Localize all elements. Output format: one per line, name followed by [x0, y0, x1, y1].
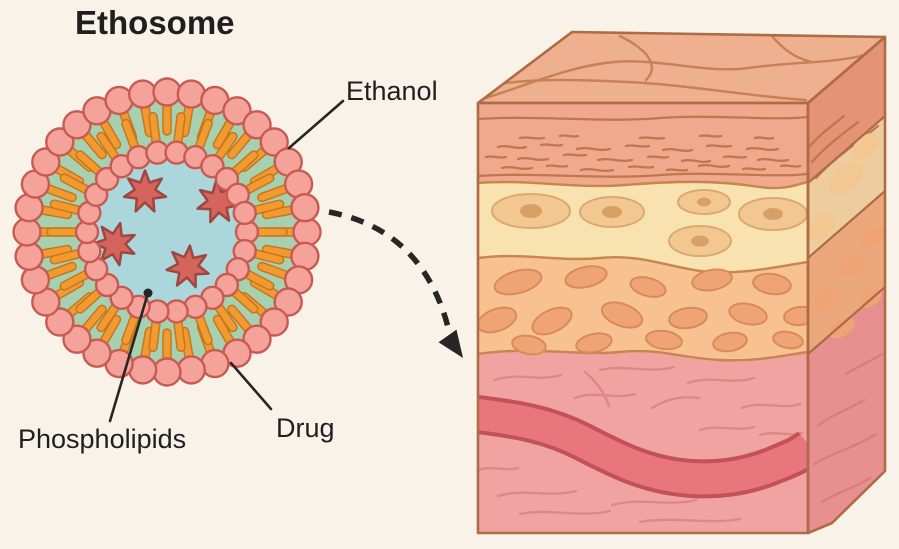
- phospholipid-head: [222, 96, 252, 126]
- lipid-tail: [214, 118, 234, 148]
- skin-top-face: [478, 32, 885, 103]
- lipid-tail: [251, 200, 283, 214]
- label-ethanol: Ethanol: [346, 76, 438, 106]
- label-drug: Drug: [276, 413, 335, 443]
- capillary-lines: [493, 365, 804, 437]
- lipid-tail: [141, 328, 153, 361]
- lipid-tail: [263, 206, 296, 218]
- phospholipid-head: [273, 287, 303, 317]
- phospholipids-lead-line: [108, 291, 150, 423]
- ethanol-lead-line: [287, 99, 345, 150]
- lipid-tail: [243, 270, 273, 290]
- lipid-tail: [100, 118, 120, 148]
- lipid-tail: [214, 316, 234, 346]
- lipid-tail: [38, 246, 71, 258]
- skin-side-face: [807, 37, 886, 533]
- phospholipids-lead-dot: [143, 288, 153, 298]
- lipid-tail: [174, 113, 185, 146]
- lipid-tail: [243, 174, 273, 194]
- phospholipid-head: [290, 192, 320, 223]
- lipid-tail: [97, 133, 120, 162]
- skin-front-face: [478, 103, 808, 533]
- lipid-tail: [195, 312, 212, 344]
- drug-molecules: [92, 169, 241, 289]
- skin-top-texture: [484, 34, 876, 102]
- phospholipid-head: [14, 241, 44, 271]
- label-phospholipids: Phospholipids: [18, 424, 186, 454]
- drug-lead-line: [229, 361, 273, 411]
- dermis-cells: [478, 265, 808, 356]
- lipid-tail: [214, 302, 237, 331]
- lipid-tail: [61, 270, 91, 290]
- lipid-tail: [44, 263, 76, 279]
- lipid-tail: [181, 103, 193, 136]
- phospholipid-head: [45, 307, 75, 337]
- phospholipid-head: [62, 110, 92, 140]
- phospholipid-head: [62, 324, 92, 354]
- skin-block: [476, 30, 887, 535]
- lipid-tail: [141, 103, 153, 136]
- phospholipid-head: [232, 200, 257, 226]
- phospholipid-head: [242, 324, 272, 354]
- front-texture: [478, 115, 808, 524]
- lipid-tail: [76, 288, 103, 313]
- drug-star-icon: [122, 169, 168, 213]
- capillary-lines: [478, 466, 786, 524]
- phospholipid-head: [12, 217, 42, 247]
- lipid-tail: [51, 250, 83, 264]
- outer-phospholipid-heads: [12, 77, 322, 387]
- lipid-tail: [76, 151, 103, 176]
- skin-side-texture: [808, 114, 885, 504]
- phospholipid-head: [259, 127, 289, 157]
- lipid-tail: [231, 151, 258, 176]
- phospholipid-head: [45, 127, 75, 157]
- cell-nuclei: [520, 197, 783, 247]
- lipid-tail: [51, 200, 83, 214]
- lipid-tail: [258, 185, 290, 201]
- lipid-tail: [122, 312, 139, 344]
- lipid-tail: [97, 302, 120, 331]
- lipid-tail: [214, 133, 237, 162]
- phospholipid-head: [259, 307, 289, 337]
- side-layer-boundaries: [807, 115, 886, 355]
- lipid-tail: [82, 306, 106, 333]
- lipid-tail: [231, 288, 258, 313]
- lipid-tail: [100, 316, 120, 346]
- figure-title: Ethosome: [75, 4, 235, 41]
- lipid-tail: [228, 306, 252, 333]
- annotations: Ethosome Ethanol Phospholipids Drug: [18, 4, 463, 454]
- phospholipid-head: [152, 357, 182, 387]
- drug-star-icon: [92, 221, 136, 267]
- phospholipid-head: [292, 217, 322, 247]
- phospholipid-head: [82, 338, 112, 368]
- lipid-tail: [263, 246, 296, 258]
- lipid-tail: [174, 318, 185, 351]
- drug-star-icon: [165, 244, 210, 289]
- phospholipid-head: [152, 77, 182, 107]
- inner-phospholipid-heads: [74, 140, 260, 324]
- lipid-tail: [228, 131, 252, 158]
- blood-vessel: [478, 398, 808, 495]
- phospholipid-head: [242, 110, 272, 140]
- penetration-arrow: [328, 209, 452, 332]
- lipid-tail: [181, 328, 193, 361]
- phospholipid-head: [176, 355, 207, 385]
- ethosome-vesicle: [12, 77, 322, 387]
- lipid-tail: [82, 131, 106, 158]
- lipid-tails: [35, 100, 299, 364]
- lipid-tail: [258, 263, 290, 279]
- lipid-tail: [195, 120, 212, 152]
- lipid-tail: [251, 250, 283, 264]
- front-face-outline: [476, 101, 810, 535]
- arrowhead-icon: [438, 329, 463, 358]
- lipid-tail: [61, 174, 91, 194]
- phospholipid-head: [127, 79, 158, 109]
- lipid-tail: [44, 185, 76, 201]
- lipid-tail: [149, 113, 160, 146]
- lipid-tail: [38, 206, 71, 218]
- lipid-tail: [122, 120, 139, 152]
- phospholipid-head: [31, 147, 61, 177]
- lipid-tail: [149, 318, 160, 351]
